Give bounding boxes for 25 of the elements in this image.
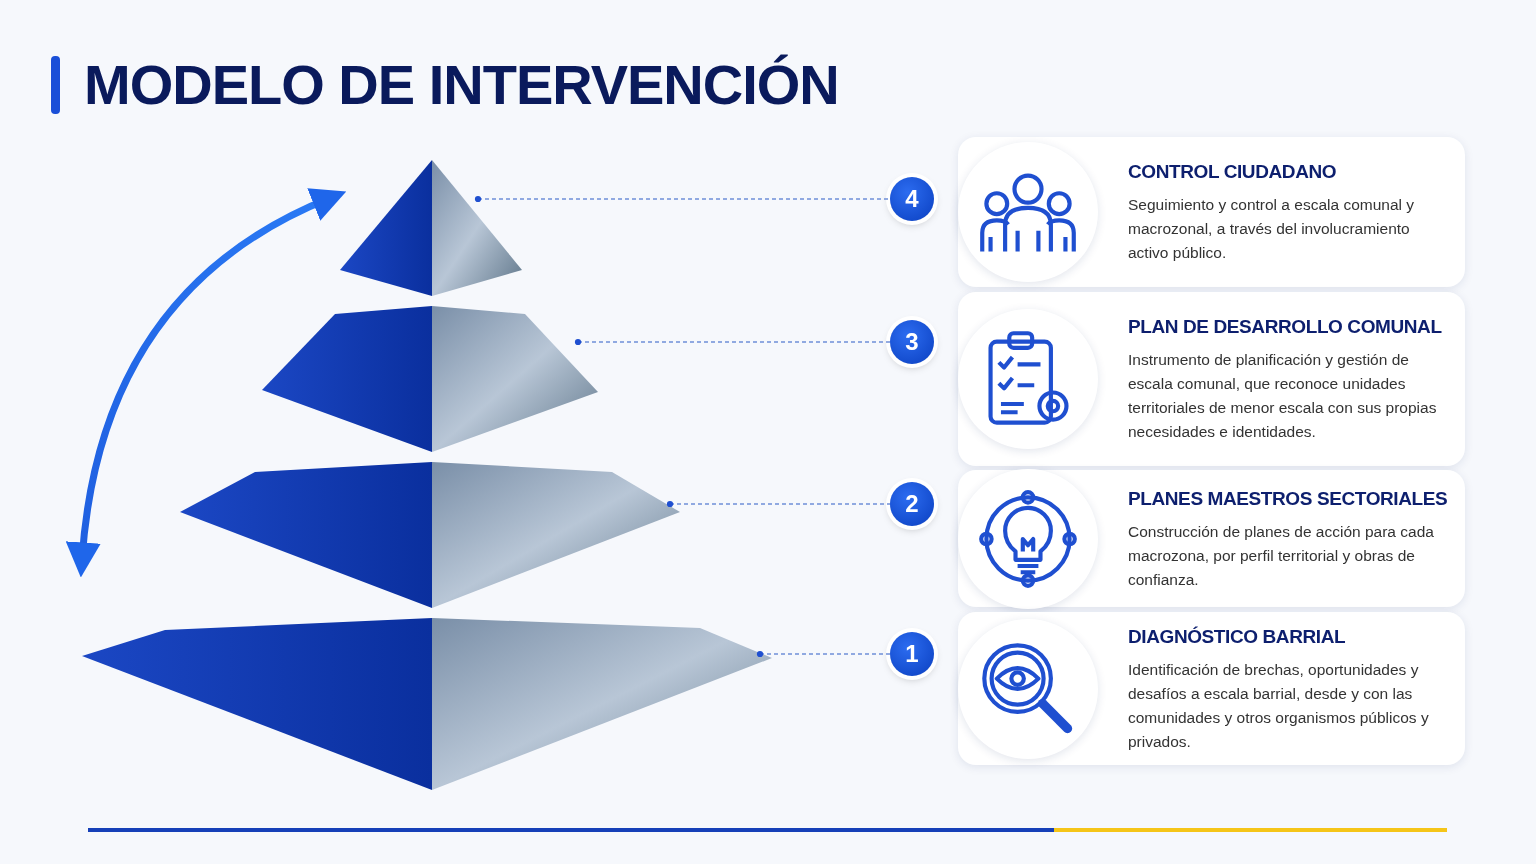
title: MODELO DE INTERVENCIÓN — [84, 52, 839, 117]
pyramid-tier — [180, 462, 680, 608]
leader-line — [756, 650, 891, 658]
step-number: 2 — [890, 482, 934, 526]
step-number: 4 — [890, 177, 934, 221]
card-description: Construcción de planes de acción para cada macrozona, por perfil territorial y obras de confianza. — [1128, 521, 1435, 590]
card-heading: DIAGNÓSTICO BARRIAL — [1128, 625, 1347, 648]
card-description: Seguimiento y control a escala comunal y macrozonal, a través del involucramiento activo público. — [1128, 195, 1416, 263]
info-card — [958, 470, 1465, 607]
card-heading: PLAN DE DESARROLLO COMUNAL — [1128, 316, 1443, 338]
step-number: 3 — [890, 320, 934, 364]
leader-line — [666, 500, 891, 508]
pyramid-tier — [262, 306, 598, 452]
leader-line — [474, 195, 891, 203]
card-heading: PLANES MAESTROS SECTORIALES — [1128, 487, 1449, 510]
card-description: Identificación de brechas, oportunidades y desafíos a escala barrial, desde y con las comunidades y otros organismos públicos y privados. — [1128, 659, 1430, 752]
info-card — [958, 137, 1465, 287]
pyramid-tier — [82, 618, 772, 790]
pyramid-tier — [340, 160, 522, 296]
info-card — [958, 612, 1465, 765]
card-description: Instrumento de planificación y gestión de escala comunal, que reconoce unidades territoriales de menor escala con sus propias necesidades e identidades. — [1128, 350, 1438, 442]
info-card — [958, 292, 1465, 466]
card-heading: CONTROL CIUDADANO — [1128, 161, 1338, 183]
step-number: 1 — [890, 632, 934, 676]
leader-line — [574, 338, 891, 346]
